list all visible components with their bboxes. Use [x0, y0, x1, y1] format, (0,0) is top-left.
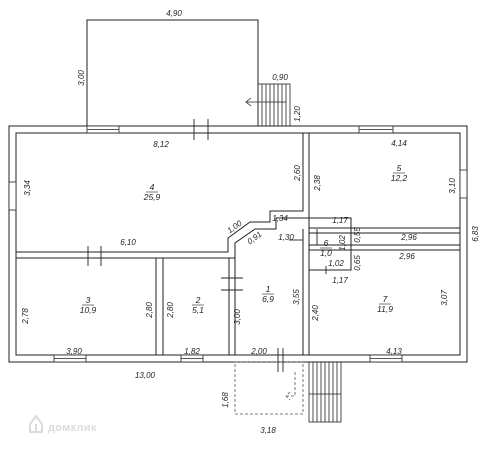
dim-step-top: 0,90 [272, 73, 288, 82]
room-1-area: 6,9 [262, 294, 274, 304]
room-3-area: 10,9 [80, 305, 97, 315]
dim-r4-bottom: 6,10 [120, 238, 136, 247]
domclick-logo-icon [29, 414, 43, 433]
interior-walls [15, 133, 460, 356]
dim-r4-width: 8,12 [153, 140, 169, 149]
room-4-area: 25,9 [143, 192, 161, 202]
room-6-area: 1,0 [320, 248, 332, 258]
dim-terrace-depth: 3,00 [77, 70, 86, 86]
dim-r2-bottom: 1,82 [184, 347, 200, 356]
room-7-number: 7 [383, 294, 388, 304]
dimension-labels: 4,90 3,00 0,90 1,20 8,12 3,34 2,60 6,10 … [21, 9, 480, 435]
room-5-area: 12,2 [391, 173, 408, 183]
dim-total-depth: 6,83 [471, 226, 480, 242]
dim-hall-bottom: 2,00 [250, 347, 267, 356]
dim-terrace-width: 4,90 [166, 9, 182, 18]
room-4-number: 4 [150, 182, 155, 192]
outer-walls [8, 125, 468, 363]
room-6-number: 6 [324, 238, 329, 248]
porch-dashed [234, 361, 304, 415]
room-2-area: 5,1 [192, 305, 204, 315]
dim-r7-right: 3,07 [440, 290, 449, 306]
dim-bath-right2: 0,65 [353, 255, 362, 271]
dim-r5-width: 4,14 [391, 139, 407, 148]
dim-r7-top: 2,96 [398, 252, 415, 261]
terrace-outline [86, 19, 259, 126]
windows [8, 125, 468, 363]
dim-r4-depth: 3,34 [23, 180, 32, 196]
dim-r2-left: 2,80 [166, 302, 175, 319]
dim-r4-right: 2,60 [293, 165, 302, 182]
room-labels: 4 25,9 5 12,2 6 1,0 3 10,9 2 5,1 1 6,9 7… [80, 163, 408, 315]
room-7-area: 11,9 [377, 304, 393, 314]
dim-r3-right: 2,80 [145, 302, 154, 319]
dim-r3-left: 2,78 [21, 308, 30, 325]
dim-hall-width: 1,30 [278, 233, 294, 242]
dim-total-width: 13,00 [135, 371, 156, 380]
dim-porch-width: 3,18 [260, 426, 276, 435]
bottom-steps [308, 361, 342, 423]
watermark: домклик [29, 414, 97, 434]
dim-r7-left: 2,40 [311, 305, 320, 322]
dim-r5-bottom: 2,96 [400, 233, 417, 242]
dim-bath-bottom2: 1,02 [328, 259, 344, 268]
dim-r3-bottom: 3,90 [66, 347, 82, 356]
door-marks [87, 119, 327, 372]
dim-bath-left: 1,02 [338, 235, 347, 251]
dim-r5-left: 2,38 [313, 175, 322, 192]
dim-hall-left: 3,00 [233, 309, 242, 325]
dim-hall-right: 3,55 [292, 289, 301, 305]
dim-hall-diag2: 0,91 [246, 230, 264, 246]
dim-hall-top: 1,34 [272, 214, 288, 223]
room-1-number: 1 [266, 284, 271, 294]
dim-r7-bottom: 4,13 [386, 347, 402, 356]
room-5-number: 5 [397, 163, 402, 173]
top-steps [245, 83, 291, 127]
dim-bath-right: 0,55 [353, 227, 362, 243]
dim-step-top-depth: 1,20 [293, 106, 302, 122]
dim-r5-right: 3,10 [448, 178, 457, 194]
watermark-text: домклик [48, 422, 97, 434]
room-2-number: 2 [195, 295, 201, 305]
dim-bath-top: 1,17 [332, 216, 348, 225]
dim-bath-bottom: 1,17 [332, 276, 348, 285]
room-3-number: 3 [86, 295, 91, 305]
dim-porch-depth: 1,68 [221, 392, 230, 408]
